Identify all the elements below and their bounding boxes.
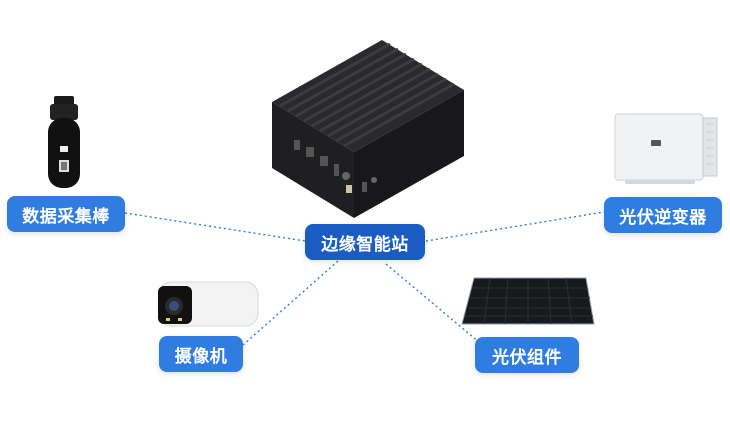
link-collector [124,212,306,242]
data-stick-icon [48,96,80,188]
node-label-panel: 光伏组件 [475,337,579,373]
node-label-inverter: 光伏逆变器 [604,197,722,233]
node-label-camera: 摄像机 [159,336,243,372]
link-inverter [425,211,605,242]
node-label-collector: 数据采集棒 [7,196,125,232]
edge-box-icon [272,40,464,218]
link-camera [242,260,339,346]
inverter-icon [614,113,718,184]
link-panel [385,263,481,344]
camera-icon [158,281,259,327]
center-label-edge-station: 边缘智能站 [305,224,425,260]
solar-panel-icon [461,277,595,325]
